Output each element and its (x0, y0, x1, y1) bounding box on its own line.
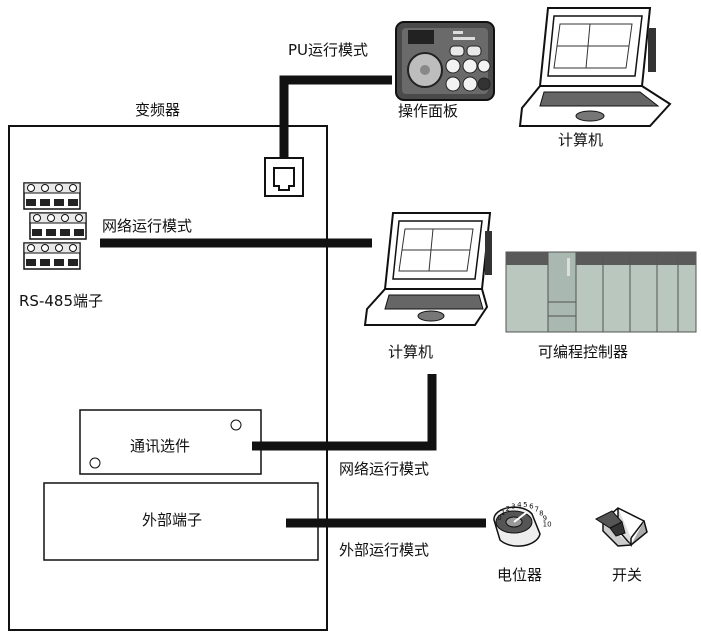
comm-option-box (79, 409, 262, 475)
potentiometer-scale-number: 7 (534, 506, 538, 514)
inverter-label: 变频器 (135, 101, 181, 119)
screw-icon (89, 457, 101, 469)
comm-option-label: 通讯选件 (130, 437, 191, 455)
pu-mode-label: PU运行模式 (288, 41, 369, 59)
potentiometer-scale-number: 3 (511, 503, 515, 511)
pu-port-icon (264, 157, 304, 197)
network-mode-top-label: 网络运行模式 (102, 217, 193, 235)
potentiometer-scale-number: 8 (539, 510, 543, 518)
rs485-terminal-icon (23, 182, 87, 270)
switch-icon (594, 507, 648, 548)
potentiometer-icon (493, 506, 541, 547)
pu-cable (279, 75, 392, 158)
external-terminal-box (43, 482, 319, 561)
screw-icon (230, 419, 242, 431)
computer-top-icon (518, 7, 672, 127)
potentiometer-scale-number: 1 (501, 509, 505, 517)
switch-label: 开关 (612, 566, 643, 584)
computer-mid-icon (363, 212, 492, 326)
plc-label: 可编程控制器 (538, 343, 629, 361)
rs485-label: RS-485端子 (19, 292, 103, 310)
external-mode-label: 外部运行模式 (339, 541, 430, 559)
potentiometer-label: 电位器 (497, 566, 543, 584)
potentiometer-scale-number: 6 (529, 503, 534, 511)
potentiometer-scale-number: 9 (543, 515, 547, 523)
potentiometer-scale-number: 2 (506, 505, 510, 513)
computer-mid-label: 计算机 (388, 343, 434, 361)
potentiometer-scale-number: 10 (543, 520, 552, 528)
inverter-body (8, 125, 328, 631)
operation-panel-label: 操作面板 (398, 102, 459, 120)
plc-icon (505, 251, 697, 333)
computer-top-label: 计算机 (558, 131, 604, 149)
network-cable-option (252, 374, 437, 451)
operation-panel-icon (395, 21, 495, 101)
network-mode-bottom-label: 网络运行模式 (339, 460, 430, 478)
potentiometer-scale-number: 4 (517, 501, 522, 509)
potentiometer-scale-number: 5 (523, 501, 527, 509)
external-terminal-label: 外部端子 (142, 511, 203, 529)
potentiometer-scale-number: 0 (497, 514, 501, 522)
